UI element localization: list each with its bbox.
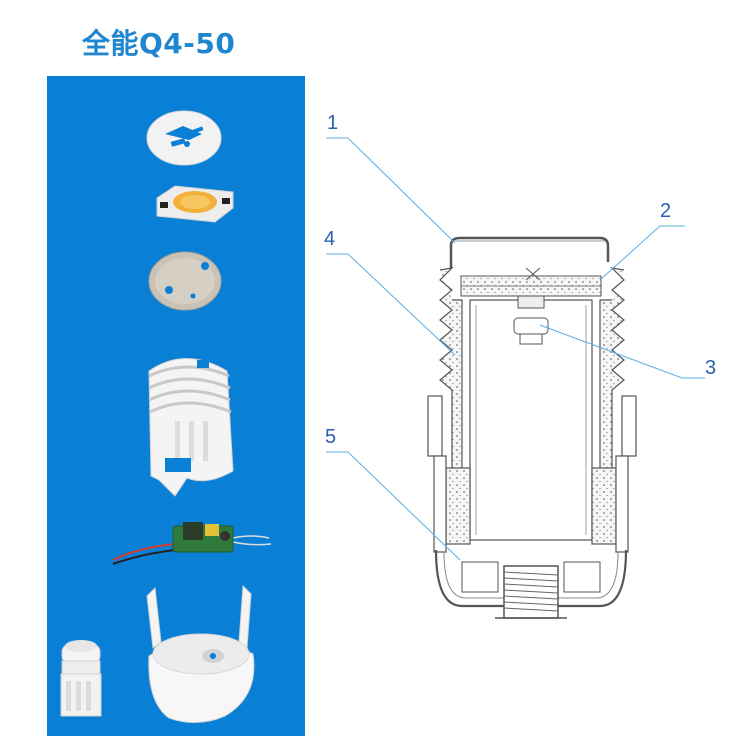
clip-left	[427, 395, 443, 457]
insulating-gasket	[146, 110, 222, 166]
top-cap	[449, 236, 610, 268]
leader-lines	[326, 137, 705, 561]
callout-2: 2	[660, 200, 672, 222]
threaded-housing	[148, 358, 234, 497]
led-cob-chip	[156, 185, 234, 223]
parts-panel	[47, 76, 305, 736]
callout-5: 5	[325, 426, 337, 448]
cross-section-svg	[326, 137, 705, 619]
base-cap	[146, 584, 255, 723]
aluminum-plate	[148, 251, 222, 311]
callout-4: 4	[324, 228, 336, 250]
lower-wall-right	[591, 467, 617, 545]
page-title: 全能Q4-50	[82, 27, 236, 60]
clip-right	[621, 395, 637, 457]
assembled-holder	[60, 640, 102, 717]
threaded-stem	[495, 565, 567, 619]
driver-board	[112, 522, 272, 565]
cross-section-diagram	[305, 76, 750, 754]
callout-3: 3	[705, 357, 717, 379]
threaded-wall-left	[439, 267, 463, 471]
led-connector	[513, 267, 549, 345]
threaded-wall-right	[599, 267, 625, 471]
callout-1: 1	[327, 112, 339, 134]
lower-wall-left	[445, 467, 471, 545]
